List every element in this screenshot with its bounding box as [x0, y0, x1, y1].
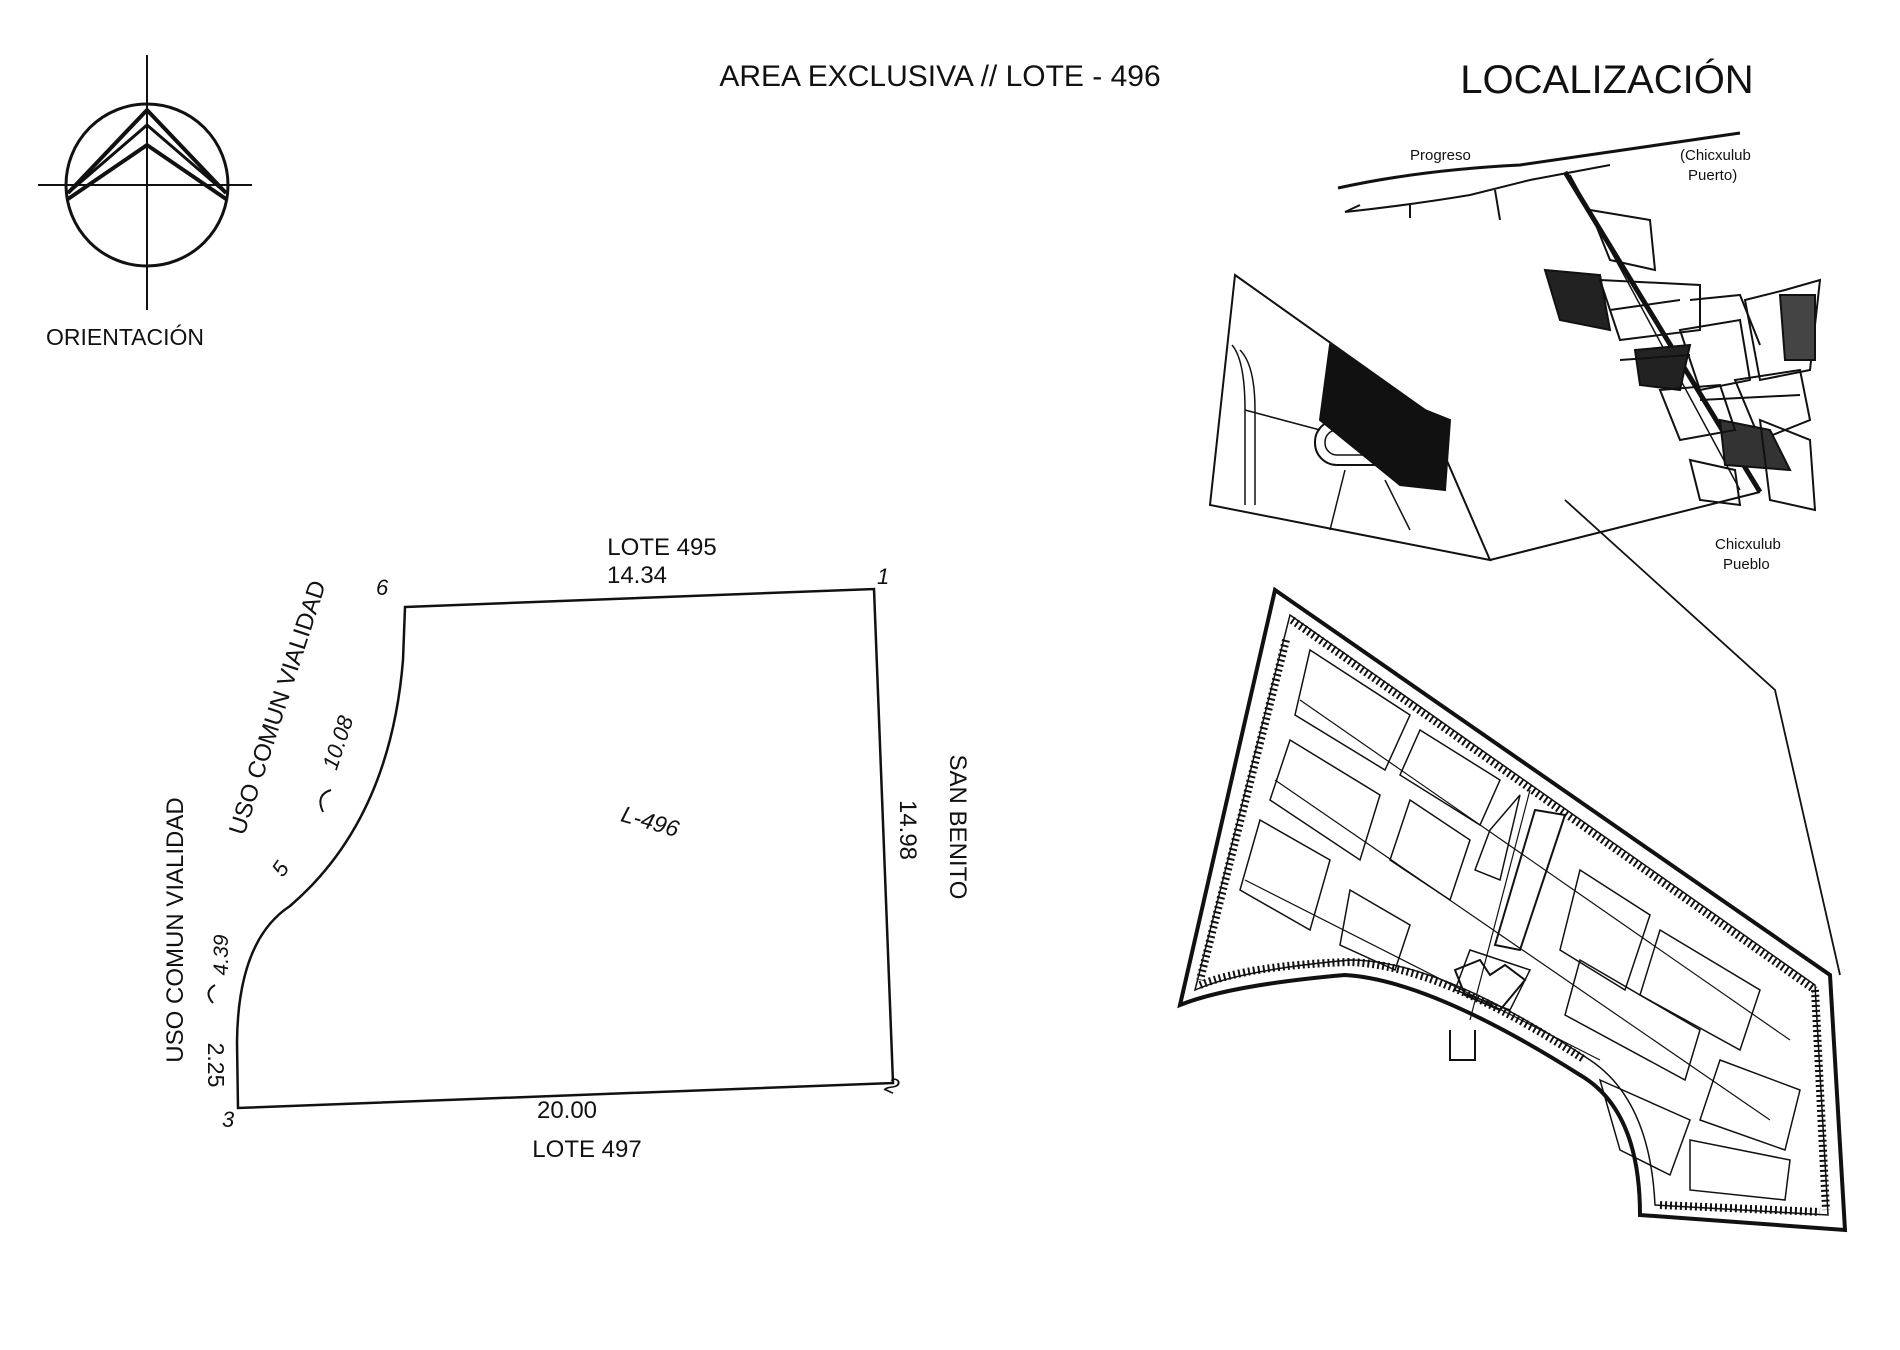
arc-dimension-5-6: 10.08 — [317, 712, 358, 773]
map-label-progreso: Progreso — [1410, 147, 1471, 164]
lot-boundary — [235, 587, 895, 1110]
lot-id-label: L-496 — [618, 801, 682, 842]
arc-dimension-4-5: 4.39 — [210, 934, 233, 975]
east-neighbor-label: SAN BENITO — [944, 755, 971, 900]
vertex-6: 6 — [376, 575, 389, 600]
map-label-chicxulub-pueblo: Chicxulub Pueblo — [1715, 536, 1785, 573]
regional-map — [1337, 131, 1822, 512]
vertex-5: 5 — [266, 856, 294, 881]
arc-symbol-icon — [319, 789, 332, 813]
south-dimension-2-3: 20.00 — [537, 1097, 597, 1124]
dimension-6-1: 14.34 — [607, 562, 667, 589]
west-lower-neighbor-label: USO COMUN VIALIDAD — [162, 797, 189, 1062]
vertex-1: 1 — [877, 564, 889, 589]
vertex-3: 3 — [222, 1107, 235, 1132]
dimension-3-4: 2.25 — [203, 1043, 229, 1088]
south-neighbor-label: LOTE 497 — [532, 1136, 641, 1163]
arc-symbol-icon — [207, 984, 216, 1004]
west-upper-neighbor-label: USO COMUN VIALIDAD — [224, 577, 332, 838]
map-label-chicxulub-puerto: (Chicxulub Puerto) — [1680, 147, 1755, 184]
orientation-label: ORIENTACIÓN — [46, 324, 204, 350]
site-context-inset — [1208, 273, 1841, 976]
location-title: LOCALIZACIÓN — [1460, 57, 1753, 102]
sheet-title: AREA EXCLUSIVA // LOTE - 496 — [719, 60, 1160, 93]
dimension-1-2: 14.98 — [894, 800, 921, 860]
subdivision-plan — [1177, 586, 1848, 1233]
vertex-2: 2 — [881, 1071, 904, 1099]
north-neighbor-label: LOTE 495 — [607, 534, 716, 561]
north-arrow-icon — [38, 55, 252, 310]
